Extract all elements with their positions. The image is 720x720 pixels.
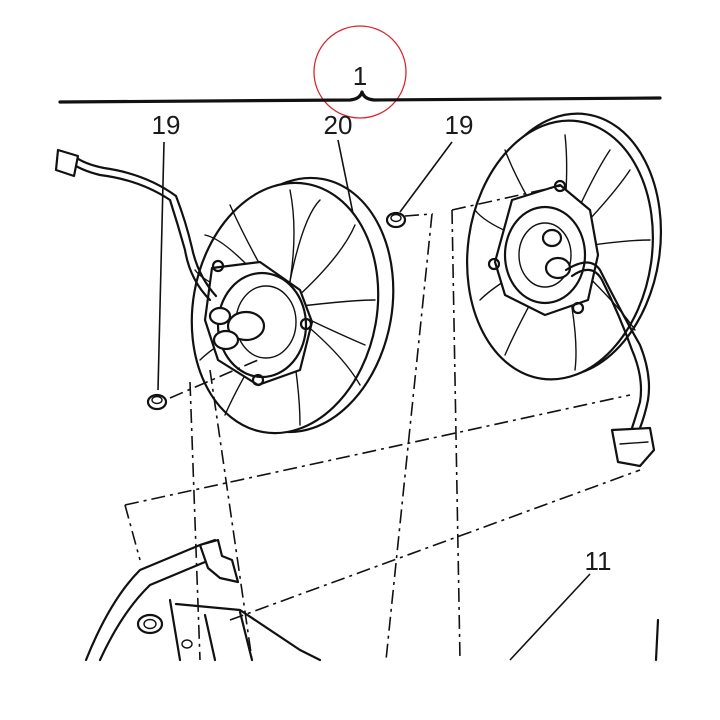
assembly-bracket [58,90,662,104]
callout-shroud: 11 [585,546,612,576]
nut-left [146,393,168,411]
alignment-lines [124,185,641,661]
nut-right [385,211,407,229]
callout-assembly: 1 [353,61,367,91]
callout-nut-left: 19 [152,110,181,140]
leader-nut-right [399,141,453,213]
leader-shroud [509,573,591,661]
fan-right [466,112,663,468]
leader-nut-left [157,141,165,391]
shroud [84,538,660,662]
callout-fan-motor: 20 [324,110,353,140]
callout-nut-right: 19 [445,110,474,140]
fan-left [54,148,395,435]
assembly-highlight-ring [313,25,407,119]
